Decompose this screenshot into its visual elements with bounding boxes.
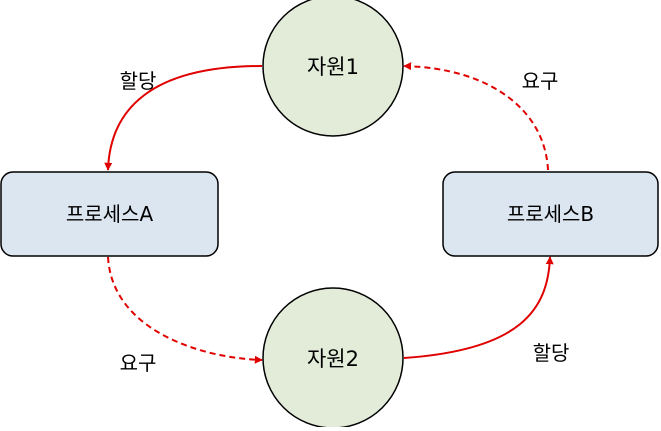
processB-box — [442, 171, 659, 257]
resource2-label: 자원2 — [307, 347, 359, 371]
edge-request-processA-to-resource2 — [107, 256, 263, 364]
resource1-label: 자원1 — [307, 55, 359, 79]
edge-allocation-resource2-to-processB — [403, 256, 554, 359]
processA-label: 프로세스A — [66, 202, 154, 226]
resource2-node: 자원2 — [262, 287, 404, 429]
edge-allocation-resource1-to-processA — [104, 65, 263, 171]
resource1-node: 자원1 — [262, 0, 404, 137]
processB-label: 프로세스B — [507, 202, 594, 226]
resource1-circle — [262, 0, 404, 137]
processB-node: 프로세스B — [442, 171, 659, 257]
edge-label-allocation-bottom: 할당 — [533, 341, 570, 365]
edge-label-request-top: 요구 — [522, 69, 559, 93]
processA-box — [0, 171, 219, 257]
edge-request-processB-to-resource1 — [403, 62, 549, 171]
processA-node: 프로세스A — [0, 171, 219, 257]
edge-label-allocation-top: 할당 — [120, 69, 157, 93]
edge-label-request-bottom: 요구 — [120, 351, 157, 375]
